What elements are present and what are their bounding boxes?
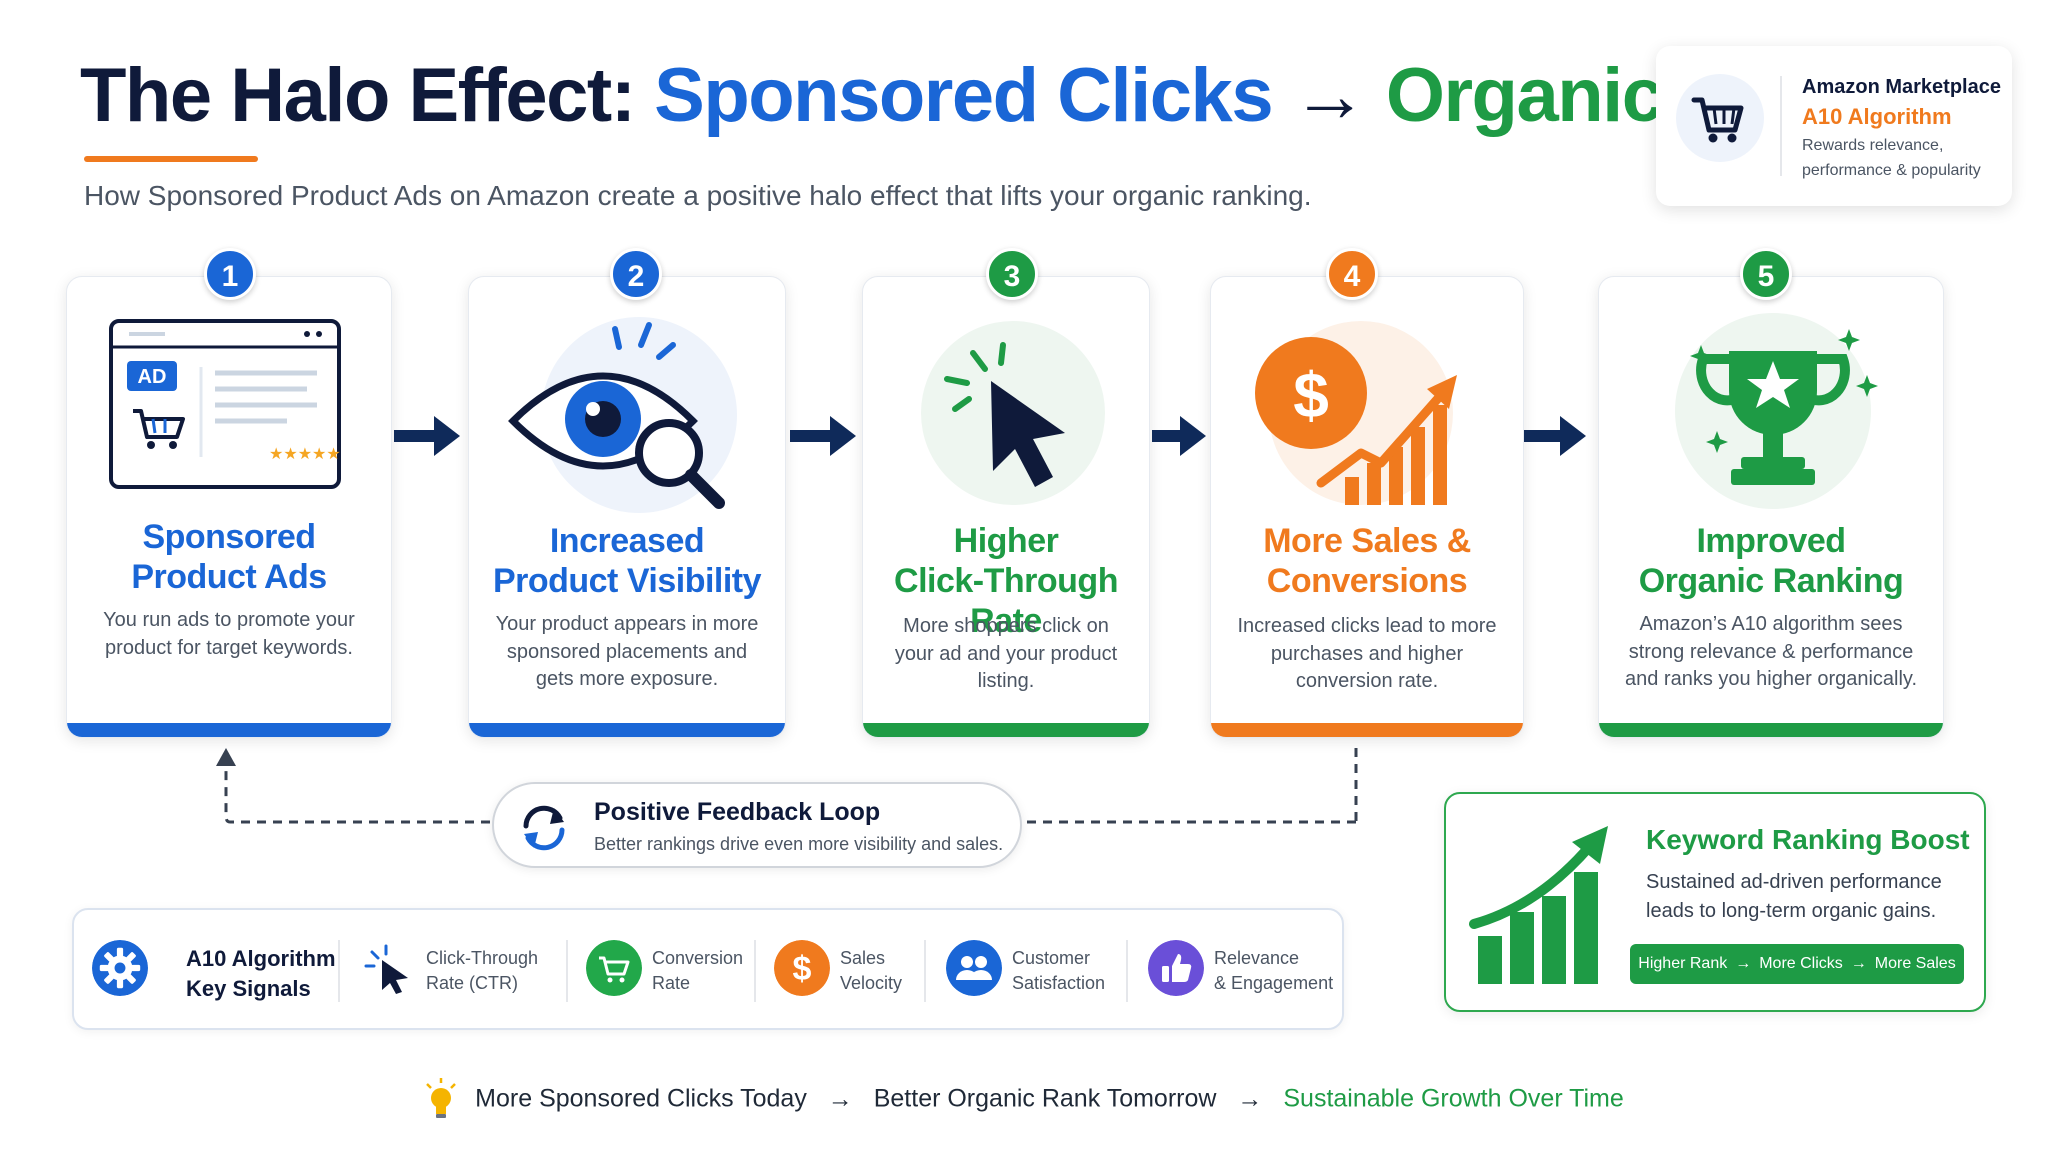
footer-arrow: → — [827, 1084, 853, 1113]
dollar-icon: $ — [774, 940, 830, 996]
lightbulb-icon — [426, 1078, 457, 1118]
keyword-ranking-boost-card: Keyword Ranking Boost Sustained ad-drive… — [1444, 792, 1986, 1012]
footer-arrow: → — [1237, 1084, 1263, 1113]
ad-browser-icon: AD ★★★★★ — [109, 319, 341, 489]
flow-step-more-sales: More Sales — [1874, 955, 1956, 972]
eye-magnifier-icon — [508, 317, 737, 513]
feedback-loop-title: Positive Feedback Loop — [594, 798, 881, 826]
ad-label: AD — [138, 366, 167, 388]
title-part-1: The Halo Effect: — [80, 53, 636, 138]
feedback-loop-subtitle: Better rankings drive even more visibili… — [594, 834, 1004, 854]
footer-part-1: More Sponsored Clicks Today — [475, 1084, 807, 1113]
thumbs-up-icon — [1148, 940, 1204, 996]
step-badge-5: 5 — [1740, 248, 1792, 300]
flow-arrow: → — [1850, 955, 1867, 972]
step-badge-1: 1 — [204, 248, 256, 300]
page-title: The Halo Effect: Sponsored Clicks → Orga… — [80, 58, 1864, 134]
dollar-growth-icon: $ — [1255, 321, 1457, 505]
keyword-boost-flow-pill: Higher Rank → More Clicks → More Sales — [1630, 944, 1964, 984]
keyword-boost-title: Keyword Ranking Boost — [1646, 824, 1970, 855]
flow-step-more-clicks: More Clicks — [1759, 955, 1843, 972]
trophy-icon — [1675, 313, 1878, 509]
card-accent-bar — [67, 723, 391, 737]
growth-chart-icon — [1469, 826, 1608, 984]
cursor-click-icon — [364, 944, 408, 994]
title-underline — [84, 156, 258, 162]
footer-part-3: Sustainable Growth Over Time — [1283, 1084, 1624, 1113]
step-description: Increased clicks lead to more purchases … — [1237, 615, 1497, 693]
step-badge-4: 4 — [1326, 248, 1378, 300]
card-accent-bar — [469, 723, 785, 737]
marketplace-name: Amazon Marketplace — [1802, 76, 2001, 98]
signal-relevance-label: Relevance& Engagement — [1214, 948, 1334, 994]
arrow-right-icon — [1524, 416, 1586, 456]
keyword-boost-description: Sustained ad-driven performance leads to… — [1646, 871, 1942, 922]
arrow-right-icon — [394, 416, 460, 456]
card-divider — [1780, 76, 1782, 176]
separator — [754, 940, 756, 1002]
gear-icon — [92, 940, 148, 996]
marketplace-card: Amazon Marketplace A10 Algorithm Rewards… — [1656, 46, 2012, 206]
card-accent-bar — [1211, 723, 1523, 737]
step-badge-3: 3 — [986, 248, 1038, 300]
shopping-cart-icon — [1676, 74, 1764, 162]
separator — [924, 940, 926, 1002]
algorithm-description: Rewards relevance, performance & popular… — [1802, 137, 1981, 179]
step-description: More shoppers click on your ad and your … — [894, 615, 1118, 693]
footer-tagline: More Sponsored Clicks Today → Better Org… — [0, 1078, 2048, 1122]
cart-icon — [586, 940, 642, 996]
svg-text:★★★★★: ★★★★★ — [269, 444, 341, 463]
step-title: More Sales &Conversions — [1263, 522, 1471, 601]
svg-text:$: $ — [793, 950, 812, 988]
feedback-loop-pill: Positive Feedback Loop Better rankings d… — [492, 782, 1022, 868]
step-description: Your product appears in more sponsored p… — [495, 613, 759, 691]
svg-text:$: $ — [1293, 359, 1329, 431]
step-card-4: $ More Sales &Conversions Increased clic… — [1210, 276, 1524, 738]
separator — [566, 940, 568, 1002]
flow-arrow: → — [1735, 955, 1752, 972]
page-subtitle: How Sponsored Product Ads on Amazon crea… — [84, 180, 1312, 211]
arrow-right-icon — [790, 416, 856, 456]
footer-part-2: Better Organic Rank Tomorrow — [873, 1084, 1217, 1113]
step-description: Amazon’s A10 algorithm sees strong relev… — [1624, 613, 1918, 691]
card-accent-bar — [863, 723, 1149, 737]
title-part-2: Sponsored Clicks — [654, 53, 1273, 138]
cursor-click-icon — [921, 321, 1105, 505]
step-badge-2: 2 — [610, 248, 662, 300]
step-description: You run ads to promote your product for … — [103, 609, 355, 659]
flow-step-higher-rank: Higher Rank — [1638, 955, 1728, 972]
feedback-loop-line — [216, 748, 1358, 824]
arrow-right-icon — [1152, 416, 1206, 456]
separator — [1126, 940, 1128, 1002]
algorithm-name: A10 Algorithm — [1802, 104, 1952, 129]
separator — [338, 940, 340, 1002]
card-accent-bar — [1599, 723, 1943, 737]
refresh-cycle-icon — [523, 805, 565, 851]
title-arrow: → — [1291, 53, 1368, 138]
people-icon — [946, 940, 1002, 996]
